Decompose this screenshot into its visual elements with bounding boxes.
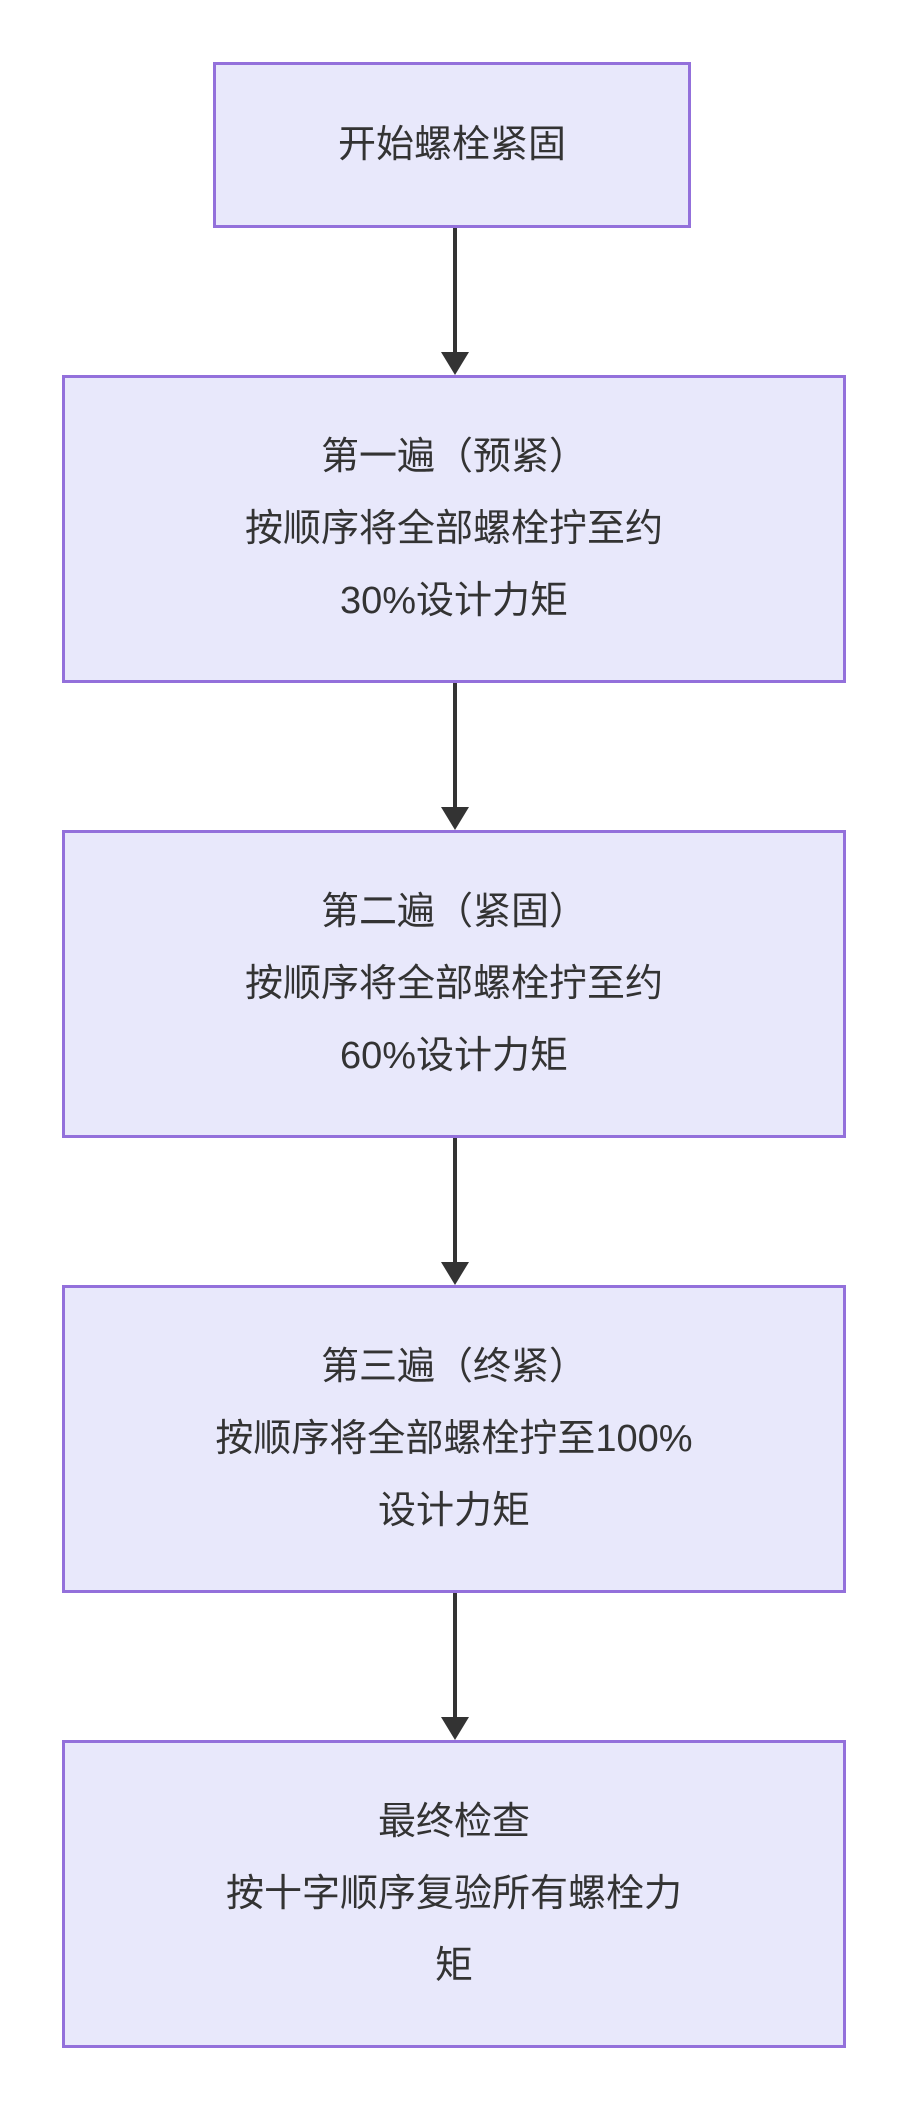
node-text-line: 按十字顺序复验所有螺栓力 — [225, 1873, 682, 1915]
arrow-head-icon — [441, 1717, 469, 1740]
arrow-head-icon — [441, 352, 469, 375]
arrow-shaft — [453, 1593, 457, 1717]
flow-arrow-down-3 — [441, 1138, 469, 1285]
flow-node-start: 开始螺栓紧固 — [213, 62, 691, 228]
node-text-line: 60%设计力矩 — [339, 1035, 569, 1077]
flow-node-pass3: 第三遍（终紧） 按顺序将全部螺栓拧至100% 设计力矩 — [62, 1285, 846, 1593]
node-text-line: 30%设计力矩 — [339, 580, 569, 622]
node-text-line: 第二遍（紧固） — [320, 891, 587, 933]
flow-arrow-down-1 — [441, 228, 469, 375]
arrow-head-icon — [441, 807, 469, 830]
flow-arrow-down-2 — [441, 683, 469, 830]
node-text-line: 按顺序将全部螺栓拧至约 — [244, 963, 663, 1005]
node-text-line: 按顺序将全部螺栓拧至100% — [215, 1418, 693, 1460]
node-text-line: 第一遍（预紧） — [320, 436, 587, 478]
arrow-shaft — [453, 228, 457, 352]
arrow-shaft — [453, 1138, 457, 1262]
node-text-line: 最终检查 — [377, 1801, 530, 1843]
flow-arrow-down-4 — [441, 1593, 469, 1740]
flow-node-pass2: 第二遍（紧固） 按顺序将全部螺栓拧至约 60%设计力矩 — [62, 830, 846, 1138]
flow-node-pass1: 第一遍（预紧） 按顺序将全部螺栓拧至约 30%设计力矩 — [62, 375, 846, 683]
arrow-shaft — [453, 683, 457, 807]
node-text-line: 矩 — [434, 1945, 473, 1987]
node-text-line: 按顺序将全部螺栓拧至约 — [244, 508, 663, 550]
node-text-line: 开始螺栓紧固 — [337, 124, 566, 166]
flow-node-final-check: 最终检查 按十字顺序复验所有螺栓力 矩 — [62, 1740, 846, 2048]
node-text-line: 第三遍（终紧） — [320, 1346, 587, 1388]
arrow-head-icon — [441, 1262, 469, 1285]
node-text-line: 设计力矩 — [377, 1490, 530, 1532]
